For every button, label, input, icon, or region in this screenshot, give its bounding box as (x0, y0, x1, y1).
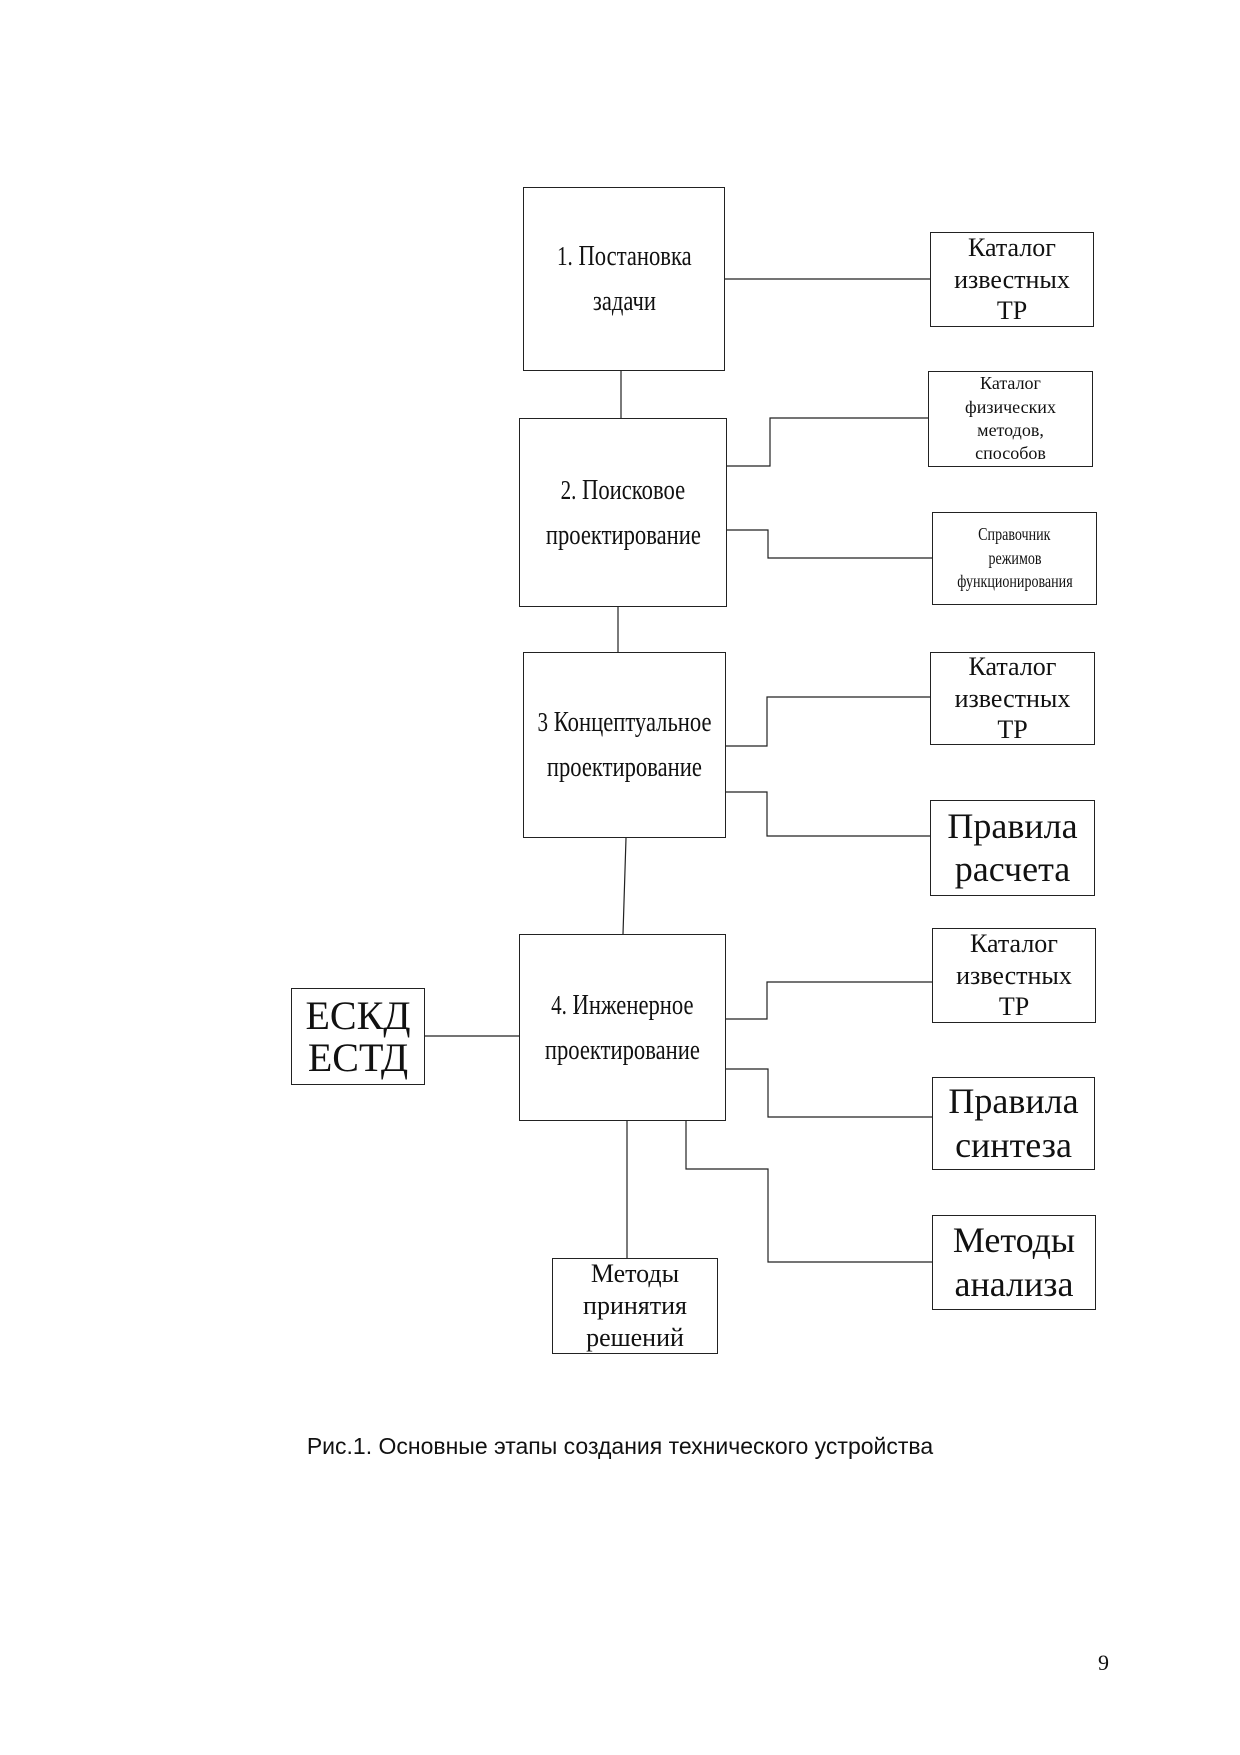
stage-2-label-line1: 2. Поисковое (560, 473, 686, 506)
methods-of-analysis-box: Методы анализа (932, 1215, 1096, 1310)
stage-4-label-line2: проектирование (544, 1033, 701, 1066)
stage-2-label-line2: проектирование (545, 518, 701, 551)
connector-stage2-catalog-phys (726, 417, 928, 467)
connector-stage4-catalog (726, 981, 932, 1020)
handbook-operating-modes-box: Справочник режимов функционирования (932, 512, 1097, 605)
page-number: 9 (1098, 1650, 1109, 1675)
connector-stage4-methods-analysis (685, 1120, 932, 1263)
stage-1-box: 1. Постановка задачи (523, 187, 725, 371)
connector-stage4-rules-synth (726, 1068, 932, 1118)
connector-stage2-handbook (726, 529, 932, 559)
stage-4-label-line1: 4. Инженерное (551, 988, 694, 1021)
catalog-physical-methods-box: Каталог физических методов, способов (928, 371, 1093, 467)
rules-of-calculation-box: Правила расчета (930, 800, 1095, 896)
methods-of-decision-making-box: Методы принятия решений (552, 1258, 718, 1354)
figure-caption: Рис.1. Основные этапы создания техническ… (306, 1433, 934, 1459)
rules-of-synthesis-box: Правила синтеза (932, 1077, 1095, 1170)
connector-stage3-stage4 (622, 837, 627, 935)
catalog-known-solutions-box-4: Каталог известных ТР (932, 928, 1096, 1023)
stage-2-box: 2. Поисковое проектирование (519, 418, 727, 607)
stage-3-label-line2: проектирование (546, 751, 703, 783)
stage-4-box: 4. Инженерное проектирование (519, 934, 726, 1121)
standards-eskd-estd-box: ЕСКД ЕСТД (291, 988, 425, 1085)
connector-stage3-catalog (726, 696, 930, 747)
stage-3-box: 3 Концептуальное проектирование (523, 652, 726, 838)
catalog-known-solutions-box-3: Каталог известных ТР (930, 652, 1095, 745)
catalog-known-solutions-box-1: Каталог известных ТР (930, 232, 1094, 327)
stage-1-label-line1: 1. Постановка (556, 240, 692, 273)
stage-3-label-line1: 3 Концептуальное (537, 706, 712, 739)
stage-1-label-line2: задачи (592, 285, 656, 317)
connector-stage3-rules-calc (726, 791, 930, 837)
